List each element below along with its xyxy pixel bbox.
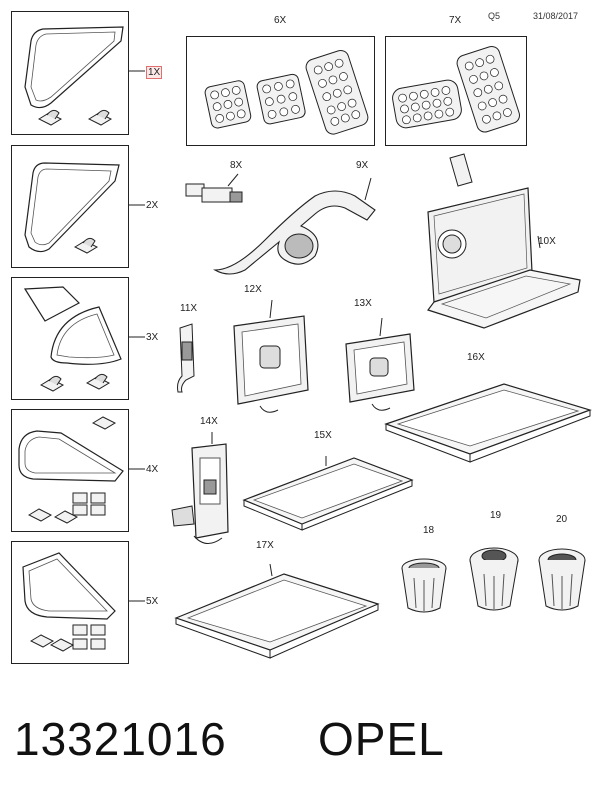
- frame-part-5: [11, 541, 129, 664]
- callout-19: 19: [490, 510, 502, 521]
- part-15-illustration: [242, 456, 414, 531]
- callout-9: 9X: [356, 160, 369, 171]
- part-number: 13321016: [14, 713, 227, 765]
- diagram-code: Q5: [488, 11, 501, 21]
- frame-part-6: [186, 36, 375, 146]
- frame-part-2: [11, 145, 129, 268]
- part-2-illustration: [24, 162, 145, 254]
- callout-6: 6X: [274, 15, 287, 26]
- callout-17: 17X: [256, 540, 274, 551]
- callout-3: 3X: [146, 332, 159, 343]
- part-13-illustration: [345, 317, 415, 411]
- part-4-illustration: [18, 416, 145, 524]
- callout-14: 14X: [200, 416, 218, 427]
- callout-10: 10X: [538, 236, 556, 247]
- diagram-date: 31/08/2017: [533, 11, 579, 21]
- part-17-illustration: [174, 563, 380, 659]
- part-12-illustration: [233, 299, 309, 413]
- part-20-illustration: [538, 548, 586, 611]
- callout-13: 13X: [354, 298, 372, 309]
- part-9-illustration: [212, 177, 376, 275]
- callout-11: 11X: [180, 303, 198, 314]
- part-5-illustration: [22, 552, 145, 652]
- callout-16: 16X: [467, 352, 485, 363]
- part-16-illustration: [384, 383, 592, 463]
- part-11-illustration: [177, 323, 195, 393]
- callout-4: 4X: [146, 464, 159, 475]
- part-19-illustration: [469, 547, 519, 611]
- part-1-illustration: [24, 26, 145, 126]
- frame-part-1: [11, 11, 129, 135]
- part-10-illustration: [427, 153, 581, 329]
- frame-part-7: [385, 36, 527, 146]
- part-8-illustration: [185, 173, 243, 203]
- callout-12: 12X: [244, 284, 262, 295]
- part-14-illustration: [171, 432, 229, 544]
- frame-part-4: [11, 409, 129, 532]
- part-7-illustration: [392, 45, 520, 133]
- part-18-illustration: [401, 558, 447, 613]
- callout-5: 5X: [146, 596, 159, 607]
- callout-15: 15X: [314, 430, 332, 441]
- brand-name: OPEL: [318, 713, 445, 765]
- callout-18: 18: [423, 525, 435, 536]
- callout-2: 2X: [146, 200, 159, 211]
- part-3-illustration: [23, 286, 145, 392]
- callout-1: 1X: [146, 66, 163, 79]
- callout-20: 20: [556, 514, 568, 525]
- callout-8: 8X: [230, 160, 243, 171]
- part-6-illustration: [204, 49, 369, 135]
- callout-7: 7X: [449, 15, 462, 26]
- frame-part-3: [11, 277, 129, 400]
